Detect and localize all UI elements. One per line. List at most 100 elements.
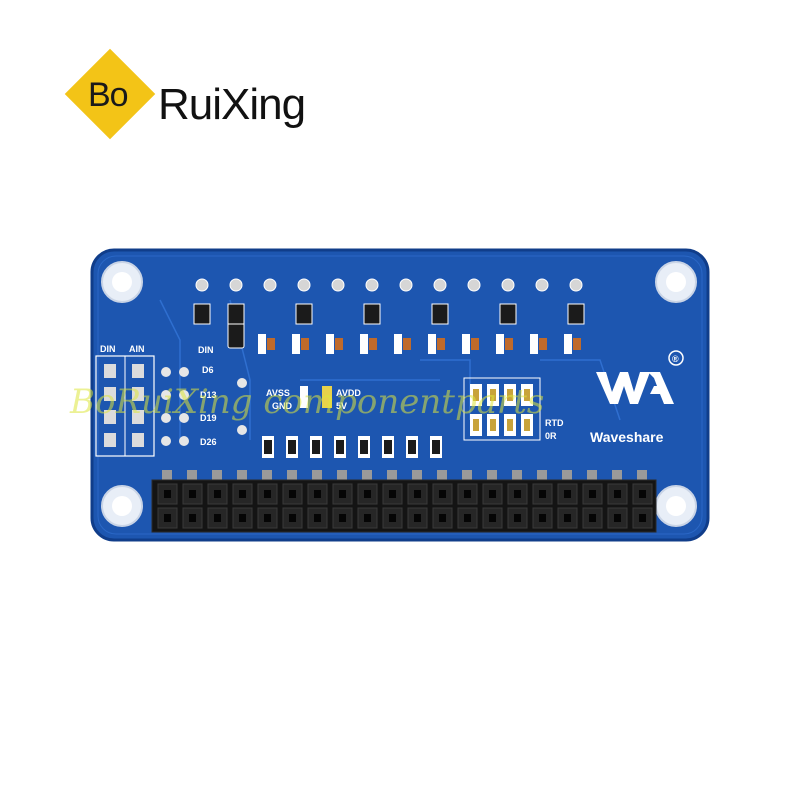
header-socket-hole: [539, 514, 546, 522]
pin-label-d19: D19: [200, 413, 217, 423]
gnd-label: GND: [272, 401, 293, 411]
header-socket-hole: [439, 514, 446, 522]
test-point: [365, 278, 379, 292]
header-pin: [132, 387, 144, 401]
resistor: [363, 303, 381, 325]
ain-label: AIN: [129, 344, 145, 354]
mounting-hole-top-right-core: [666, 272, 686, 292]
test-point: [467, 278, 481, 292]
capacitor: [437, 338, 445, 350]
header-socket-hole: [164, 514, 171, 522]
header-solder-pin: [512, 470, 522, 482]
pad: [179, 390, 189, 400]
header-solder-pin: [612, 470, 622, 482]
pin-label-d6: D6: [202, 365, 214, 375]
resistor: [567, 303, 585, 325]
header-solder-pin: [262, 470, 272, 482]
header-socket-hole: [314, 514, 321, 522]
header-pin: [104, 364, 116, 378]
power-labels: AVSS GND AVDD 5V: [266, 386, 361, 411]
header-solder-pin: [387, 470, 397, 482]
header-solder-pin: [162, 470, 172, 482]
header-pin: [104, 387, 116, 401]
header-solder-pin: [537, 470, 547, 482]
header-socket-hole: [289, 490, 296, 498]
header-socket-hole: [239, 514, 246, 522]
rtd-label: RTD: [545, 418, 564, 428]
pcb-inner-edge: [97, 255, 703, 535]
header-socket-hole: [639, 490, 646, 498]
header-socket-hole: [414, 514, 421, 522]
test-point: [229, 278, 243, 292]
gpio-header: [151, 470, 657, 533]
test-point: [195, 278, 209, 292]
test-point: [263, 278, 277, 292]
capacitor-pad: [360, 334, 368, 354]
header-solder-pin: [462, 470, 472, 482]
header-pin: [132, 410, 144, 424]
test-point: [433, 278, 447, 292]
rtd-jumpers: RTD 0R: [463, 377, 564, 441]
avdd-label: AVDD: [336, 388, 361, 398]
header-socket-hole: [614, 490, 621, 498]
resistor: [193, 303, 211, 325]
rtd-outline: [463, 377, 541, 441]
mounting-holes: [101, 261, 697, 527]
din-ain-header: DIN AIN: [95, 344, 247, 457]
test-point: [399, 278, 413, 292]
bottom-resistors: [262, 436, 442, 458]
header-socket-hole: [639, 514, 646, 522]
header-pin: [104, 410, 116, 424]
waveshare-mark-icon: [596, 372, 650, 404]
resistor: [431, 303, 449, 325]
0r-label: 0R: [545, 431, 557, 441]
resistor: [295, 303, 313, 325]
jumper-avss: [300, 386, 308, 408]
header-pin: [132, 364, 144, 378]
header-socket-hole: [189, 490, 196, 498]
header-solder-pin: [337, 470, 347, 482]
header-socket-hole: [264, 514, 271, 522]
rtd-jumper-chip: [524, 389, 530, 401]
header-solder-pin: [287, 470, 297, 482]
pcb-board: [90, 248, 710, 542]
capacitor-pad: [394, 334, 402, 354]
header-solder-pin: [212, 470, 222, 482]
rtd-jumper-chip: [490, 419, 496, 431]
header-socket-hole: [389, 490, 396, 498]
header-socket-hole: [189, 514, 196, 522]
test-point: [331, 278, 345, 292]
header-socket-hole: [464, 514, 471, 522]
test-point: [297, 278, 311, 292]
mounting-hole-top-left-core: [112, 272, 132, 292]
rtd-jumper-chip: [490, 389, 496, 401]
header-solder-pin: [487, 470, 497, 482]
header-solder-pin: [562, 470, 572, 482]
waveshare-mark-a-icon: [648, 372, 674, 404]
resistor: [499, 303, 517, 325]
header-socket-hole: [214, 490, 221, 498]
capacitor: [267, 338, 275, 350]
resistor: [408, 440, 416, 454]
capacitor-pad: [326, 334, 334, 354]
capacitor: [505, 338, 513, 350]
brand-logo: Bo RuiXing: [64, 48, 326, 150]
pad: [179, 367, 189, 377]
header-socket-hole: [564, 514, 571, 522]
pad: [179, 436, 189, 446]
registered-mark: ®: [672, 354, 679, 364]
din-label: DIN: [100, 344, 116, 354]
header-body: [151, 479, 657, 533]
pad: [161, 390, 171, 400]
capacitor: [369, 338, 377, 350]
test-point: [501, 278, 515, 292]
pad: [237, 425, 247, 435]
header-solder-pin: [412, 470, 422, 482]
pin-label-d13: D13: [200, 390, 217, 400]
brand-name: Waveshare: [590, 429, 664, 445]
header-socket-hole: [514, 490, 521, 498]
resistor: [288, 440, 296, 454]
header-socket-hole: [339, 514, 346, 522]
resistor: [264, 440, 272, 454]
